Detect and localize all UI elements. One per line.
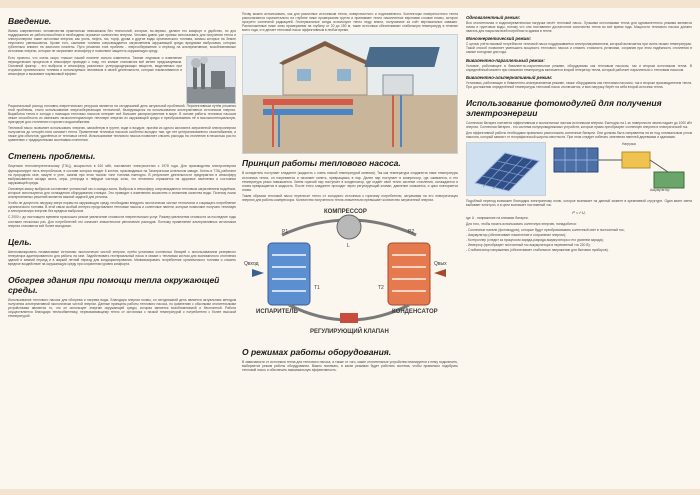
list-item: - Инвертор (преобразует постоянный ток а… bbox=[466, 242, 591, 247]
mode-subheading: Моноэнергетический режим: bbox=[466, 36, 532, 42]
solar-panel-photo bbox=[466, 142, 546, 197]
soil-paragraph: Почву можно использовать, как для различ… bbox=[242, 12, 458, 33]
load-label: Нагрузка bbox=[622, 142, 636, 147]
column-middle: Почву можно использовать, как для различ… bbox=[242, 12, 458, 487]
goal-paragraph: Автономизировать независимые источники э… bbox=[8, 249, 236, 266]
power-formula: P = I·U, bbox=[572, 209, 586, 215]
column-left: Введение. Жизнь современного человечеств… bbox=[8, 12, 236, 487]
intro-paragraph: Тепловой насос позволяет использовать эн… bbox=[8, 126, 236, 143]
pressure-2-label: P2 bbox=[408, 229, 415, 236]
equipment-list: - Солнечные панели (фотомодули), которые… bbox=[466, 228, 692, 252]
heat-pump-cycle-diagram: КОМПРЕССОР ИСПАРИТЕЛЬ КОНДЕНСАТОР РЕГУЛИ… bbox=[242, 205, 456, 343]
pressure-1-label: P1 bbox=[282, 229, 289, 236]
problem-paragraph: Чтобы не допустить нагрузку сверх нормы … bbox=[8, 201, 236, 214]
problem-paragraph: Основную массу выбросов составляют углек… bbox=[8, 186, 236, 200]
mode-paragraph: Установки, работающие в бивалентно-альте… bbox=[466, 80, 692, 89]
mode-subheading: Бивалентно-параллельный режим: bbox=[466, 57, 545, 63]
principle-paragraph: В испаритель поступает хладагент (жидкос… bbox=[242, 171, 458, 192]
solar-paragraph: Подобный переход возможен благодаря элек… bbox=[466, 199, 692, 208]
mode-paragraph: Условие, работающее в бивалентно-паралле… bbox=[466, 63, 692, 72]
battery-label: Аккумулятор bbox=[650, 188, 670, 193]
evaporator-label: ИСПАРИТЕЛЬ bbox=[256, 309, 298, 316]
work-label: L bbox=[347, 243, 350, 250]
equipment-intro: Для того, чтобы начать использовать солн… bbox=[466, 221, 577, 226]
temperature-1-label: T1 bbox=[314, 285, 320, 292]
problem-paragraph: С 2000 г. до настоящего времени произошл… bbox=[8, 215, 236, 228]
temperature-2-label: T2 bbox=[378, 285, 384, 292]
goal-heading: Цель. bbox=[8, 236, 32, 247]
modes-heading: О режимах работы оборудования. bbox=[242, 347, 392, 358]
house-heat-pump-illustration bbox=[242, 34, 458, 155]
valve-label: РЕГУЛИРУЮЩИЙ КЛАПАН bbox=[310, 329, 389, 336]
principle-paragraph: Таким образом тепловой насос переносит т… bbox=[242, 193, 458, 203]
solar-paragraph: Для эффективной работы необходимо правил… bbox=[466, 131, 692, 140]
top-band bbox=[0, 0, 700, 8]
formula-note: где U - напряжение на клеммах батареи. bbox=[466, 215, 529, 220]
solar-system-diagram: Нагрузка Аккумулятор bbox=[550, 142, 692, 194]
compressor-label: КОМПРЕССОР bbox=[324, 209, 367, 216]
intro-paragraph: Рациональный расход топливно-энергетичес… bbox=[8, 103, 236, 124]
list-item: - Аккумулятор (обеспечивает накопление и… bbox=[466, 232, 567, 237]
mode-paragraph: Вся отопительная и водонагревательная на… bbox=[466, 21, 692, 34]
heating-heading: Обогрев здания при помощи тепла окружающ… bbox=[8, 275, 220, 296]
intro-heading: Введение. bbox=[8, 16, 52, 26]
column-right: Одновалентный режим: Вся отопительная и … bbox=[466, 12, 692, 487]
principle-heading: Принцип работы теплового насоса. bbox=[242, 158, 401, 169]
modes-paragraph: В зависимости от источника тепла для теп… bbox=[242, 360, 458, 373]
heat-in-label: Qвход bbox=[244, 261, 259, 268]
intro-paragraph: Есть проекты, что очень скоро «наша» наш… bbox=[8, 55, 182, 76]
mode-subheading: Бивалентно-альтернативный режим: bbox=[466, 74, 553, 80]
heating-paragraph: Использование теплового насоса для обогр… bbox=[8, 298, 236, 319]
problem-heading: Степень проблемы. bbox=[8, 151, 96, 162]
solar-heading: Использование фотомодулей для получения … bbox=[466, 97, 662, 118]
intro-paragraph: Жизнь современного человечества практиче… bbox=[8, 29, 236, 54]
factory-photo bbox=[186, 55, 236, 104]
solar-paragraph: Солнечная батарея считается эффективным … bbox=[466, 120, 692, 130]
list-item: - Солнечные панели (фотомодули), которые… bbox=[466, 227, 625, 232]
condenser-label: КОНДЕНСАТОР bbox=[392, 309, 438, 316]
heat-out-label: Qвых bbox=[434, 261, 447, 268]
bottom-band bbox=[0, 489, 700, 495]
list-item: - Контроллер (следит за процессом заряда… bbox=[466, 237, 604, 242]
list-item: - Стабилизатор напряжения (обеспечивает … bbox=[466, 248, 609, 253]
mode-paragraph: С целью учёта пиковой потребности теплов… bbox=[466, 42, 692, 55]
problem-paragraph: Лицензия теплоэнергетическому (ТЭЦ), мощ… bbox=[8, 164, 236, 185]
mode-subheading: Одновалентный режим: bbox=[466, 15, 521, 20]
